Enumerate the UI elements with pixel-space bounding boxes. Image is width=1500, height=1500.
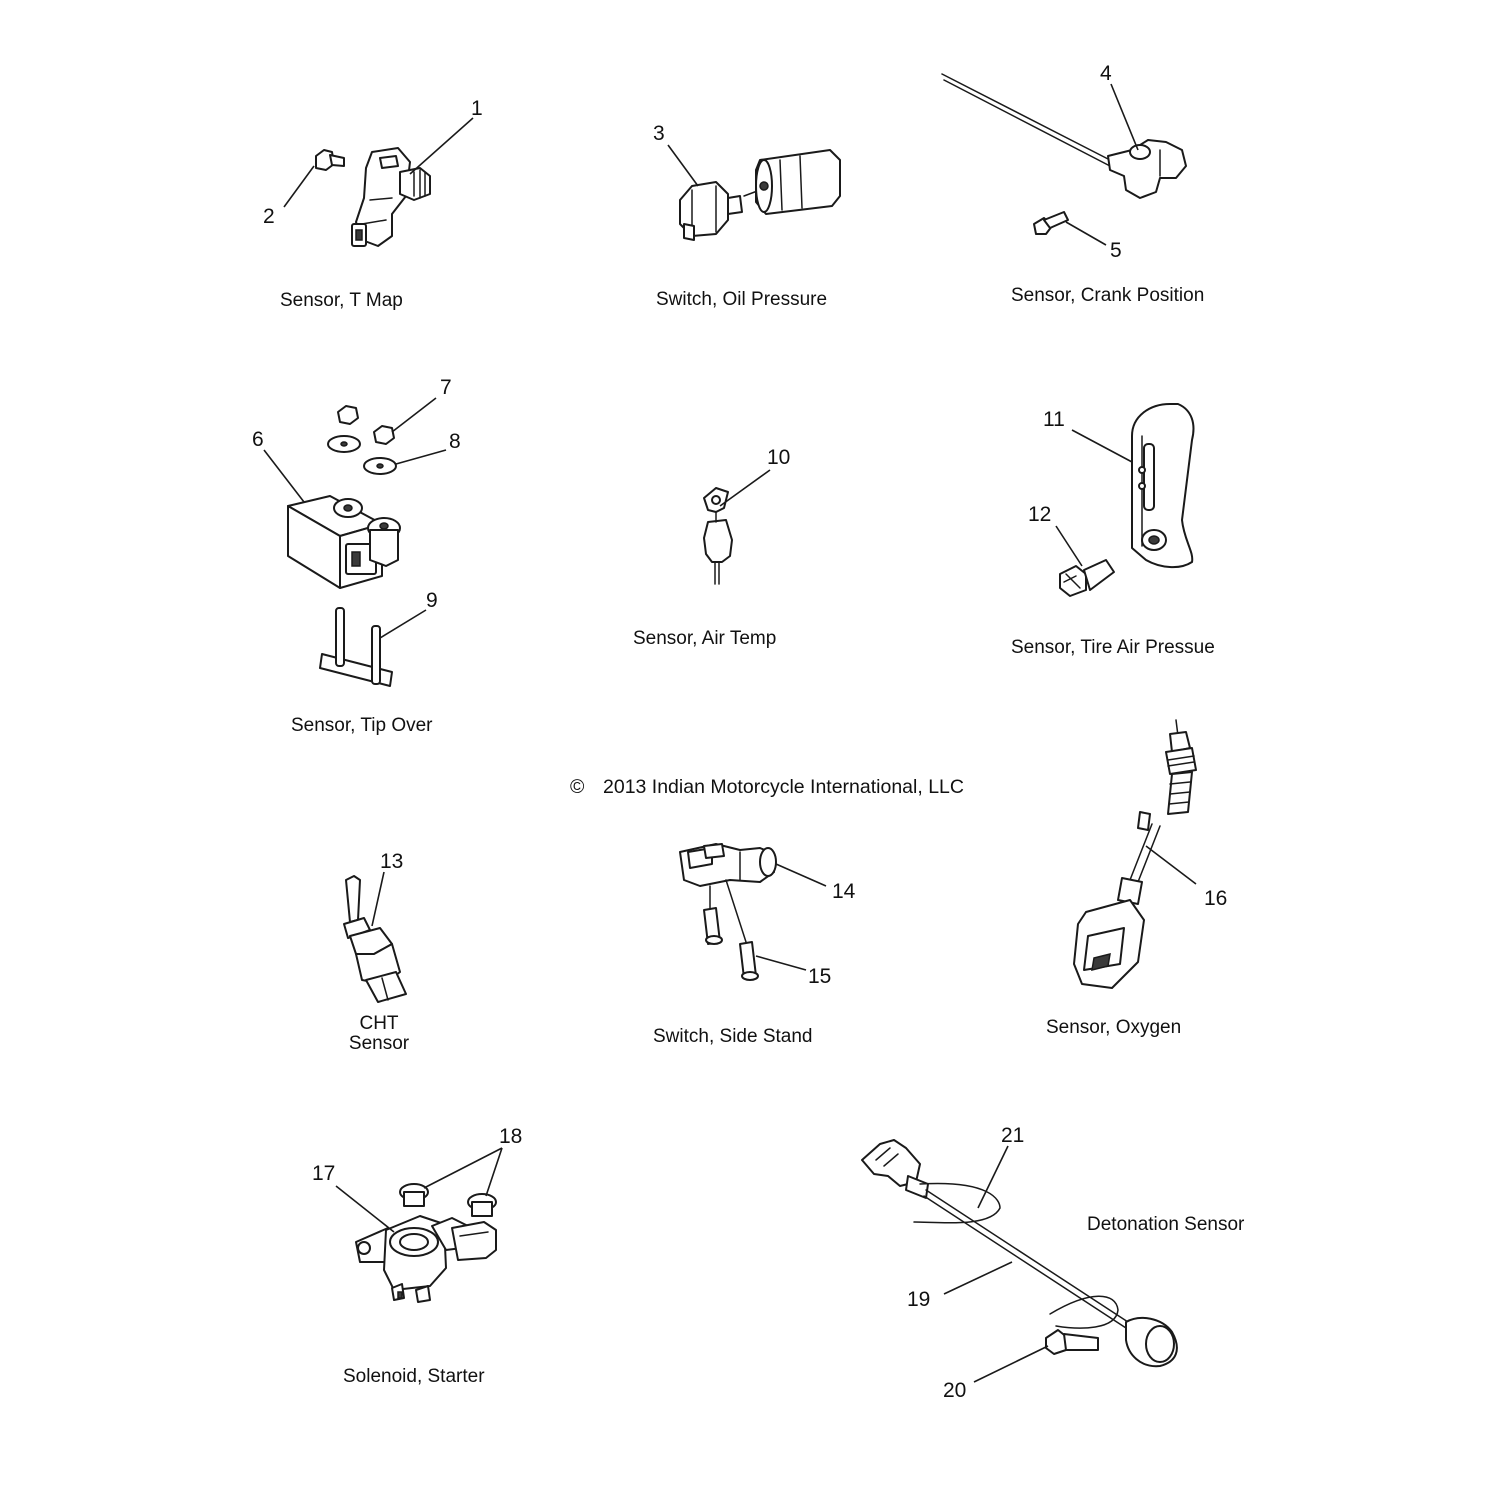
callout-8: 8: [449, 430, 461, 453]
callout-20: 20: [943, 1379, 966, 1402]
leader-1: [409, 117, 474, 175]
leader-9: [379, 609, 427, 639]
caption-air-temp: Sensor, Air Temp: [633, 628, 776, 649]
leader-18b: [485, 1147, 503, 1197]
callout-1: 1: [471, 97, 483, 120]
crank-position-bolt-illustration: [1033, 211, 1069, 235]
leader-21: [977, 1145, 1009, 1209]
caption-t-map: Sensor, T Map: [280, 290, 403, 311]
leader-8: [395, 449, 447, 465]
tire-pressure-sensor-illustration: [1131, 403, 1195, 568]
leader-20: [973, 1345, 1049, 1383]
starter-solenoid-bolts-illustration: [399, 1183, 497, 1217]
callout-9: 9: [426, 589, 438, 612]
leader-7: [391, 397, 437, 433]
oil-pressure-switch-illustration: [679, 181, 761, 241]
callout-6: 6: [252, 428, 264, 451]
caption-oxygen: Sensor, Oxygen: [1046, 1017, 1181, 1038]
crank-position-sensor-illustration: [941, 73, 1187, 199]
callout-2: 2: [263, 205, 275, 228]
leader-2: [283, 165, 315, 208]
caption-side-stand: Switch, Side Stand: [653, 1026, 812, 1047]
t-map-screw-illustration: [315, 149, 345, 171]
tire-pressure-valve-illustration: [1059, 559, 1115, 597]
leader-13: [371, 871, 385, 927]
starter-solenoid-illustration: [355, 1215, 497, 1303]
air-temp-sensor-illustration: [703, 487, 733, 585]
side-stand-switch-illustration: [679, 843, 777, 887]
leader-3: [667, 144, 699, 187]
callout-10: 10: [767, 446, 790, 469]
caption-cht-line1: CHT: [359, 1013, 398, 1034]
leader-10: [719, 469, 771, 507]
oxygen-sensor-illustration: [1073, 719, 1197, 989]
cht-sensor-illustration: [343, 875, 407, 1003]
t-map-sensor-illustration: [351, 147, 431, 247]
callout-18: 18: [499, 1125, 522, 1148]
caption-starter-solenoid: Solenoid, Starter: [343, 1366, 485, 1387]
callout-13: 13: [380, 850, 403, 873]
detonation-bolt-illustration: [1045, 1329, 1099, 1355]
leader-5: [1065, 221, 1107, 246]
side-stand-screws-illustration: [703, 879, 759, 981]
leader-4: [1110, 83, 1139, 151]
callout-16: 16: [1204, 887, 1227, 910]
leader-12: [1055, 525, 1083, 567]
callout-15: 15: [808, 965, 831, 988]
leader-18a: [423, 1147, 503, 1189]
leader-11: [1071, 429, 1133, 463]
callout-5: 5: [1110, 239, 1122, 262]
tip-over-washers-illustration: [327, 435, 397, 475]
tip-over-nuts-illustration: [337, 405, 395, 445]
caption-crank-position: Sensor, Crank Position: [1011, 285, 1204, 306]
callout-19: 19: [907, 1288, 930, 1311]
caption-tire-air-pressure: Sensor, Tire Air Pressue: [1011, 637, 1215, 658]
caption-tip-over: Sensor, Tip Over: [291, 715, 433, 736]
copyright-symbol: ©: [570, 776, 585, 798]
leader-14: [775, 863, 827, 887]
tip-over-sensor-illustration: [287, 495, 401, 589]
leader-17: [335, 1185, 395, 1233]
callout-7: 7: [440, 376, 452, 399]
callout-14: 14: [832, 880, 856, 903]
callout-3: 3: [653, 122, 665, 145]
leader-6: [263, 449, 305, 503]
oil-pressure-fitting-illustration: [755, 149, 841, 215]
callout-21: 21: [1001, 1124, 1024, 1147]
copyright-text: 2013 Indian Motorcycle International, LL…: [603, 776, 964, 798]
leader-15: [755, 955, 807, 971]
tip-over-bracket-illustration: [319, 607, 393, 687]
leader-19: [943, 1261, 1013, 1295]
detonation-sensor-illustration: [861, 1139, 1178, 1368]
leader-16: [1145, 845, 1197, 885]
callout-12: 12: [1028, 503, 1051, 526]
callout-17: 17: [312, 1162, 335, 1185]
callout-11: 11: [1043, 408, 1065, 431]
callout-4: 4: [1100, 62, 1112, 85]
caption-cht-line2: Sensor: [349, 1033, 410, 1054]
caption-detonation: Detonation Sensor: [1087, 1214, 1245, 1235]
caption-oil-pressure: Switch, Oil Pressure: [656, 289, 827, 310]
